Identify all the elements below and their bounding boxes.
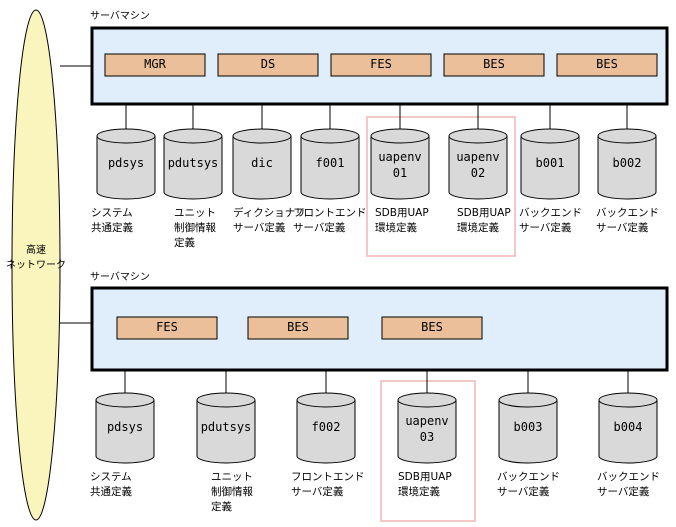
bottom_server-disk-name-1: pdsys bbox=[106, 420, 144, 434]
top_server-disk-name-3: dic bbox=[251, 156, 273, 170]
top_server-disk-top-1 bbox=[96, 128, 156, 144]
top_server-disk-top-7 bbox=[520, 128, 580, 144]
top_server-disk-4 bbox=[300, 136, 360, 200]
top_server-disk-top-3 bbox=[232, 128, 292, 144]
top_server-disk-5 bbox=[370, 136, 430, 200]
bottom_server-disk-top-1 bbox=[95, 392, 155, 408]
top_server-disk-top-6 bbox=[448, 128, 508, 144]
top_server-disk-3 bbox=[232, 136, 292, 200]
bottom_server-disk-caption-4: SDB用UAP 環境定義 bbox=[398, 471, 452, 498]
bottom_server-disk-name-5: b003 bbox=[513, 420, 543, 434]
top_server-process-label-3: FES bbox=[370, 57, 392, 71]
top_server-disk-caption-7: バックエンド サーバ定義 bbox=[519, 207, 582, 234]
bottom_server-disk-top-6 bbox=[598, 392, 658, 408]
top_server-process-label-5: BES bbox=[596, 57, 618, 71]
top_server-disk-name-7: b001 bbox=[535, 156, 565, 170]
top_server-disk-caption-5: SDB用UAP 環境定義 bbox=[375, 207, 429, 234]
high-speed-network bbox=[11, 9, 61, 521]
bottom_server-disk-caption-1: システム 共通定義 bbox=[90, 471, 132, 498]
bottom_server-disk-3 bbox=[296, 400, 356, 464]
bottom_server-process-box-2 bbox=[247, 316, 349, 340]
bottom_server-disk-caption-6: バックエンド サーバ定義 bbox=[597, 471, 660, 498]
top_server-process-box-5 bbox=[556, 53, 658, 77]
uap-highlight-bottom bbox=[380, 380, 476, 522]
bottom_server-disk-name-2: pdutsys bbox=[200, 420, 252, 434]
top_server-disk-7 bbox=[520, 136, 580, 200]
top_server-disk-caption-6: SDB用UAP 環境定義 bbox=[457, 207, 511, 234]
bottom_server-disk-top-2 bbox=[196, 392, 256, 408]
top_server-disk-name-1: pdsys bbox=[107, 156, 145, 170]
top_server-disk-top-5 bbox=[370, 128, 430, 144]
bottom-server-title: サーバマシン bbox=[90, 272, 150, 283]
bottom_server-process-box-1 bbox=[116, 316, 218, 340]
bottom_server-process-label-3: BES bbox=[421, 320, 443, 334]
top_server-disk-1 bbox=[96, 136, 156, 200]
top_server-disk-top-8 bbox=[597, 128, 657, 144]
bottom_server-process-box-3 bbox=[381, 316, 483, 340]
top_server-process-label-2: DS bbox=[260, 57, 276, 71]
top_server-disk-name-5: uapenv 01 bbox=[378, 150, 422, 180]
top_server-disk-name-6: uapenv 02 bbox=[456, 150, 500, 180]
bottom_server-process-label-2: BES bbox=[287, 320, 309, 334]
bottom_server-disk-caption-2: ユニット 制御情報 定義 bbox=[211, 471, 253, 513]
top_server-disk-name-8: b002 bbox=[612, 156, 642, 170]
top_server-disk-6 bbox=[448, 136, 508, 200]
bottom_server-disk-1 bbox=[95, 400, 155, 464]
top_server-disk-caption-1: システム 共通定義 bbox=[91, 207, 133, 234]
top_server-process-box-1 bbox=[104, 53, 206, 77]
bottom_server-process-label-1: FES bbox=[156, 320, 178, 334]
bottom_server-disk-name-4: uapenv 03 bbox=[405, 414, 449, 444]
bottom_server-disk-5 bbox=[498, 400, 558, 464]
top_server-disk-caption-2: ユニット 制御情報 定義 bbox=[174, 207, 216, 249]
top_server-disk-name-2: pdutsys bbox=[167, 156, 219, 170]
top_server-process-label-1: MGR bbox=[144, 57, 166, 71]
network-label: 高速 ネットワーク bbox=[6, 245, 66, 271]
top-server-title: サーバマシン bbox=[90, 11, 150, 22]
bottom_server-disk-caption-5: バックエンド サーバ定義 bbox=[497, 471, 560, 498]
bottom_server-disk-top-4 bbox=[397, 392, 457, 408]
bottom_server-disk-top-3 bbox=[296, 392, 356, 408]
top_server-process-box-4 bbox=[443, 53, 545, 77]
bottom_server-disk-top-5 bbox=[498, 392, 558, 408]
top_server-disk-2 bbox=[163, 136, 223, 200]
top_server-disk-caption-8: バックエンド サーバ定義 bbox=[596, 207, 659, 234]
top_server-disk-caption-3: ディクショナリ サーバ定義 bbox=[233, 207, 306, 234]
top_server-disk-name-4: f001 bbox=[315, 156, 345, 170]
top_server-disk-caption-4: フロントエンド サーバ定義 bbox=[293, 207, 367, 234]
bottom_server-disk-name-6: b004 bbox=[613, 420, 643, 434]
top_server-process-box-3 bbox=[330, 53, 432, 77]
bottom_server-disk-name-3: f002 bbox=[311, 420, 341, 434]
bottom_server-disk-caption-3: フロントエンド サーバ定義 bbox=[291, 471, 365, 498]
top_server-disk-top-2 bbox=[163, 128, 223, 144]
top_server-disk-top-4 bbox=[300, 128, 360, 144]
bottom_server-disk-6 bbox=[598, 400, 658, 464]
bottom_server-disk-4 bbox=[397, 400, 457, 464]
bottom_server-disk-2 bbox=[196, 400, 256, 464]
top_server-process-box-2 bbox=[217, 53, 319, 77]
top_server-process-label-4: BES bbox=[483, 57, 505, 71]
uap-highlight-top bbox=[366, 116, 516, 257]
top_server-disk-8 bbox=[597, 136, 657, 200]
